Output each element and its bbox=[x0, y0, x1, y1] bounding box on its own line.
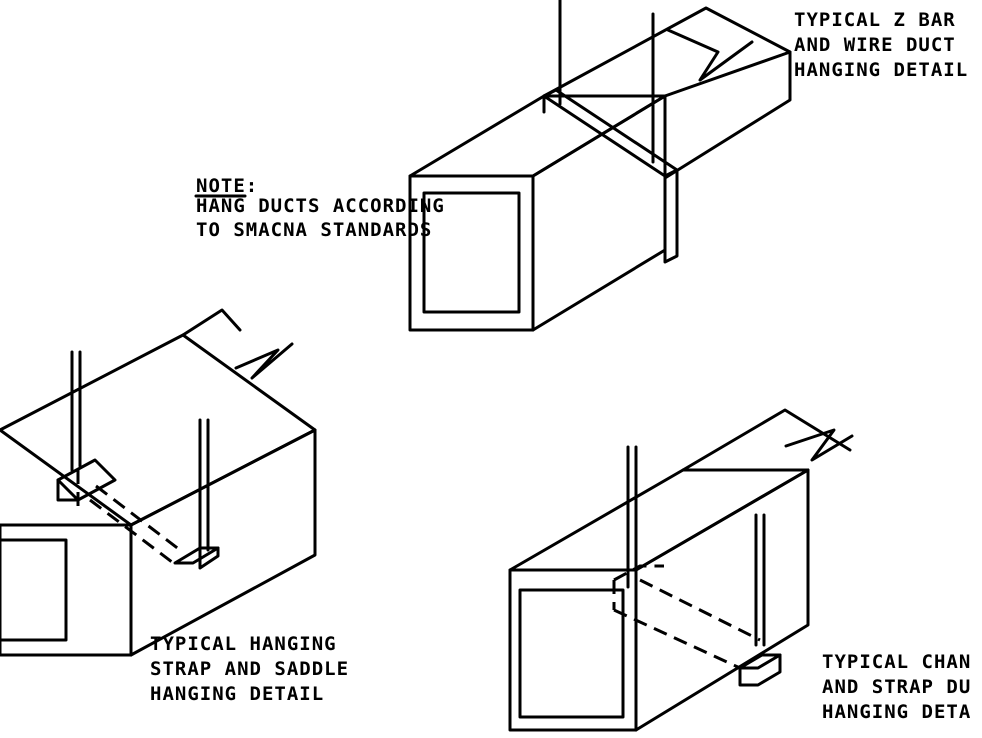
note-block: NOTE: HANG DUCTS ACCORDING TO SMACNA STA… bbox=[194, 175, 445, 241]
strap-saddle-detail bbox=[0, 308, 317, 657]
channel-hidden-lower bbox=[613, 608, 741, 670]
note-line-1: HANG DUCTS ACCORDING bbox=[196, 195, 445, 217]
z-bar-collar-side bbox=[663, 168, 679, 264]
note-line-2: TO SMACNA STANDARDS bbox=[196, 219, 432, 241]
z-bar-duct-top-edge bbox=[542, 6, 792, 98]
z-bar-detail bbox=[408, 0, 792, 332]
z-bar-collar-top bbox=[542, 88, 679, 178]
strap-hidden-upper bbox=[95, 484, 181, 552]
strap-break-symbol bbox=[234, 342, 294, 380]
z-bar-label-line-3: HANGING DETAIL bbox=[794, 59, 968, 81]
strap-saddle-top bbox=[56, 458, 117, 502]
strap-hidden-lower bbox=[89, 498, 173, 564]
strap-label-line-3: HANGING DETAIL bbox=[150, 683, 324, 705]
strap-label-line-2: STRAP AND SADDLE bbox=[150, 658, 349, 680]
strap-duct-top-edge bbox=[181, 308, 242, 337]
channel-duct-side bbox=[634, 468, 810, 732]
z-bar-label-line-2: AND WIRE DUCT bbox=[794, 34, 956, 56]
strap-duct-side bbox=[129, 428, 317, 657]
strap-saddle-label: TYPICAL HANGING STRAP AND SADDLE HANGING… bbox=[150, 633, 349, 705]
note-heading: NOTE: bbox=[196, 175, 258, 197]
channel-bracket-side bbox=[738, 653, 782, 687]
z-bar-label: TYPICAL Z BAR AND WIRE DUCT HANGING DETA… bbox=[794, 9, 968, 81]
channel-break-symbol bbox=[784, 428, 854, 462]
z-bar-break-symbol bbox=[666, 28, 754, 82]
z-bar-duct-back-edge bbox=[663, 50, 792, 180]
channel-duct-front bbox=[508, 568, 638, 732]
channel-duct-opening bbox=[518, 588, 625, 719]
channel-strap-label: TYPICAL CHAN AND STRAP DU HANGING DETA bbox=[822, 651, 971, 723]
strap-saddle-front bbox=[56, 478, 80, 502]
channel-hidden-top bbox=[613, 564, 664, 582]
channel-label-line-2: AND STRAP DU bbox=[822, 676, 971, 698]
strap-bracket-side bbox=[198, 546, 220, 570]
strap-duct-opening bbox=[0, 538, 68, 642]
channel-label-line-1: TYPICAL CHAN bbox=[822, 651, 971, 673]
channel-hidden-upper bbox=[639, 578, 761, 642]
z-bar-label-line-1: TYPICAL Z BAR bbox=[794, 9, 956, 31]
z-bar-duct-opening bbox=[422, 191, 521, 314]
channel-label-line-3: HANGING DETA bbox=[822, 701, 971, 723]
channel-strap-detail bbox=[508, 408, 854, 732]
strap-label-line-1: TYPICAL HANGING bbox=[150, 633, 337, 655]
